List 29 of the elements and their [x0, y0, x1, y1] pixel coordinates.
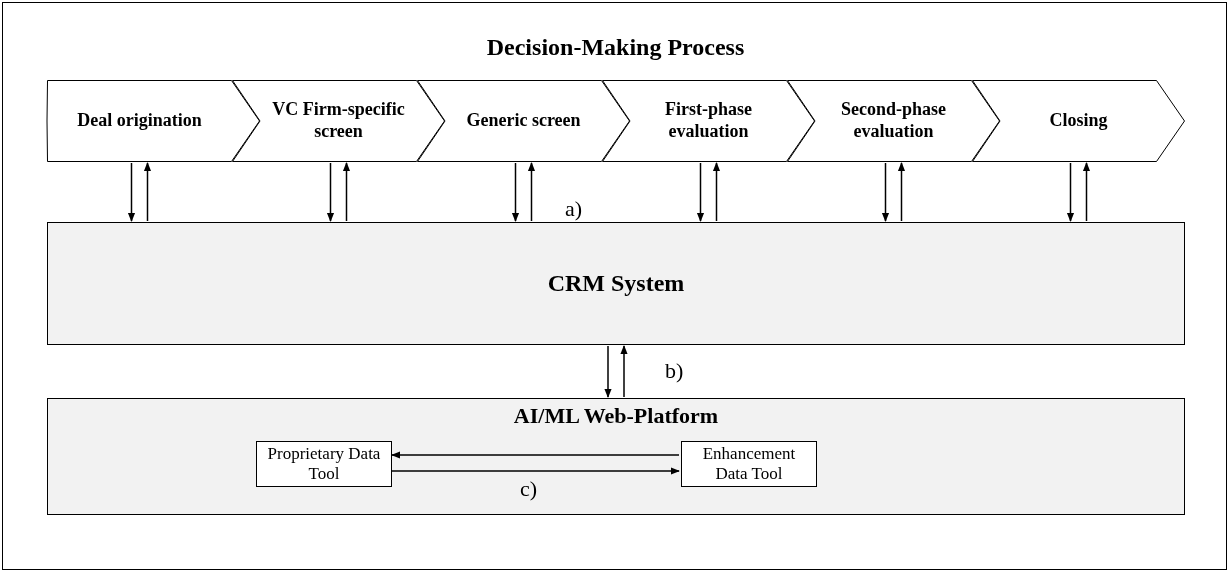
arrow: [604, 345, 612, 398]
arrow: [511, 162, 520, 222]
tool-box: Proprietary Data Tool: [256, 441, 392, 487]
chevron-step: Closing: [972, 80, 1185, 162]
callout-label: a): [565, 196, 583, 222]
arrow: [1066, 162, 1075, 222]
chevron-step: Generic screen: [417, 80, 630, 162]
arrow: [527, 162, 536, 222]
arrow: [712, 162, 721, 222]
diagram-title: Decision-Making Process: [485, 34, 746, 61]
chevron-step: Second-phase evaluation: [787, 80, 1000, 162]
system-box: CRM System: [47, 222, 1185, 345]
callout-label: b): [665, 358, 684, 384]
chevron-step: First-phase evaluation: [602, 80, 815, 162]
arrow: [881, 162, 890, 222]
arrow: [1082, 162, 1091, 222]
tool-box: Enhancement Data Tool: [681, 441, 817, 487]
callout-label: c): [520, 476, 538, 502]
arrow: [143, 162, 152, 222]
arrow: [127, 162, 136, 222]
arrow: [342, 162, 351, 222]
arrow: [620, 345, 628, 398]
arrow: [696, 162, 705, 222]
arrow: [326, 162, 335, 222]
arrow: [897, 162, 906, 222]
chevron-step: Deal origination: [47, 80, 260, 162]
chevron-step: VC Firm-specific screen: [232, 80, 445, 162]
arrow: [391, 467, 680, 475]
arrow: [391, 451, 680, 459]
